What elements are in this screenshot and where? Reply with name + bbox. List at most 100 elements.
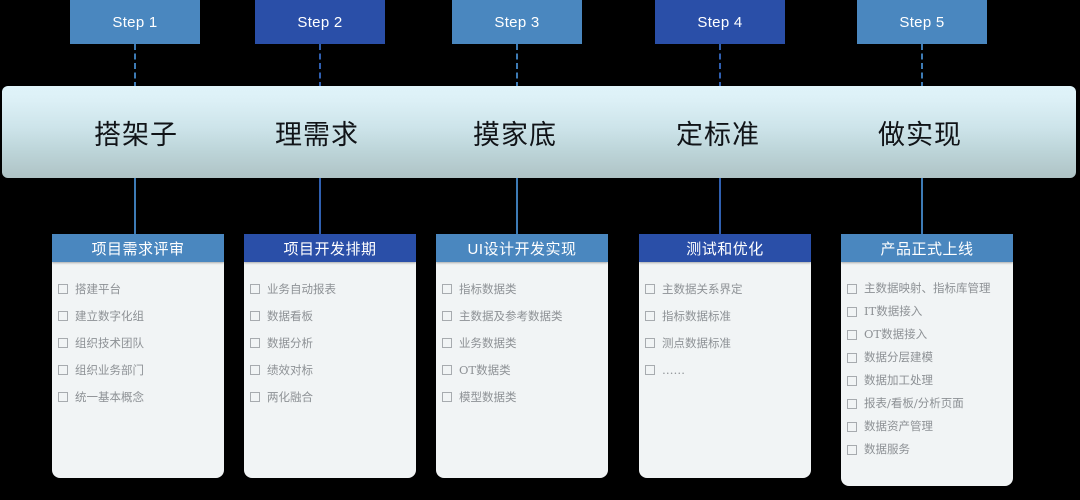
list-item[interactable]: 业务数据类	[442, 332, 602, 354]
list-item-label: 数据分层建模	[864, 350, 933, 364]
step-box-2[interactable]: Step 2	[255, 0, 385, 44]
card-3-header[interactable]: UI设计开发实现	[436, 234, 608, 262]
list-item-label: 数据分析	[267, 336, 313, 350]
connector-step-1-to-banner	[134, 44, 136, 88]
banner-label-5: 做实现	[878, 119, 962, 150]
list-item-label: 模型数据类	[459, 390, 517, 404]
step-label-5: Step 5	[899, 13, 945, 31]
connector-banner-to-card-1	[134, 178, 136, 234]
list-item-label: 统一基本概念	[75, 390, 144, 404]
card-2-title: 项目开发排期	[283, 240, 377, 258]
list-item-label: 数据加工处理	[864, 373, 933, 387]
list-item[interactable]: 绩效对标	[250, 359, 410, 381]
checkbox-icon	[442, 311, 452, 321]
checkbox-icon	[645, 338, 655, 348]
checkbox-icon	[847, 284, 857, 294]
connector-banner-to-card-2	[319, 178, 321, 234]
list-item[interactable]: 组织业务部门	[58, 359, 218, 381]
step-box-1[interactable]: Step 1	[70, 0, 200, 44]
step-box-4[interactable]: Step 4	[655, 0, 785, 44]
list-item[interactable]: 指标数据类	[442, 278, 602, 300]
list-item[interactable]: 指标数据标准	[645, 305, 805, 327]
card-2-body	[244, 244, 416, 478]
banner-label-1: 搭架子	[94, 119, 178, 150]
connector-banner-to-card-5	[921, 178, 923, 234]
list-item-label: IT数据接入	[864, 304, 923, 318]
card-4-header[interactable]: 测试和优化	[639, 234, 811, 262]
list-item[interactable]: 数据看板	[250, 305, 410, 327]
step-box-5[interactable]: Step 5	[857, 0, 987, 44]
step-label-2: Step 2	[297, 13, 343, 31]
connector-step-3-to-banner	[516, 44, 518, 88]
checkbox-icon	[847, 330, 857, 340]
list-item[interactable]: 报表/看板/分析页面	[847, 393, 1007, 414]
list-item[interactable]: 测点数据标准	[645, 332, 805, 354]
connector-step-4-to-banner	[719, 44, 721, 88]
list-item-label: 搭建平台	[75, 282, 121, 296]
connector-step-2-to-banner	[319, 44, 321, 88]
list-item-label: 组织技术团队	[75, 336, 144, 350]
list-item[interactable]: 模型数据类	[442, 386, 602, 408]
checkbox-icon	[58, 365, 68, 375]
card-1-title: 项目需求评审	[91, 240, 185, 258]
card-2-header[interactable]: 项目开发排期	[244, 234, 416, 262]
list-item-label: 报表/看板/分析页面	[864, 396, 964, 410]
card-1-body	[52, 244, 224, 478]
checkbox-icon	[442, 392, 452, 402]
list-item-label: OT数据类	[459, 363, 511, 377]
list-item[interactable]: 数据服务	[847, 439, 1007, 460]
list-item[interactable]: ……	[645, 359, 805, 381]
step-box-3[interactable]: Step 3	[452, 0, 582, 44]
connector-banner-to-card-4	[719, 178, 721, 234]
list-item-label: 指标数据标准	[662, 309, 731, 323]
list-item[interactable]: 主数据及参考数据类	[442, 305, 602, 327]
list-item-label: OT数据接入	[864, 327, 928, 341]
list-item[interactable]: 数据资产管理	[847, 416, 1007, 437]
checkbox-icon	[58, 338, 68, 348]
checkbox-icon	[442, 365, 452, 375]
list-item[interactable]: 数据加工处理	[847, 370, 1007, 391]
list-item-label: 主数据映射、指标库管理	[864, 281, 991, 295]
card-3-title: UI设计开发实现	[467, 240, 577, 258]
checkbox-icon	[442, 284, 452, 294]
list-item-label: 测点数据标准	[662, 336, 731, 350]
card-1-header[interactable]: 项目需求评审	[52, 234, 224, 262]
list-item[interactable]: 组织技术团队	[58, 332, 218, 354]
list-item[interactable]: 主数据关系界定	[645, 278, 805, 300]
card-5-header[interactable]: 产品正式上线	[841, 234, 1013, 262]
card-3[interactable]: UI设计开发实现 指标数据类 主数据及参考数据类 业务数据类 OT数据类 模型数…	[430, 234, 608, 478]
card-5[interactable]: 产品正式上线 主数据映射、指标库管理 IT数据接入 OT数据接入 数据分层建模 …	[835, 234, 1013, 486]
step-label-1: Step 1	[112, 13, 158, 31]
list-item-label: 主数据及参考数据类	[459, 309, 563, 323]
list-item-label: 建立数字化组	[75, 309, 144, 323]
list-item-label: 组织业务部门	[75, 363, 144, 377]
list-item[interactable]: 主数据映射、指标库管理	[847, 278, 1007, 299]
list-item[interactable]: 业务自动报表	[250, 278, 410, 300]
list-item-label: 数据服务	[864, 442, 910, 456]
list-item[interactable]: 数据分层建模	[847, 347, 1007, 368]
connector-step-5-to-banner	[921, 44, 923, 88]
list-item-label: 绩效对标	[267, 363, 313, 377]
list-item[interactable]: 数据分析	[250, 332, 410, 354]
step-label-4: Step 4	[697, 13, 743, 31]
card-5-title: 产品正式上线	[880, 240, 974, 258]
list-item-label: 业务自动报表	[267, 282, 336, 296]
checkbox-icon	[847, 445, 857, 455]
checkbox-icon	[250, 392, 260, 402]
step-label-3: Step 3	[494, 13, 540, 31]
card-4[interactable]: 测试和优化 主数据关系界定 指标数据标准 测点数据标准 ……	[633, 234, 811, 478]
list-item[interactable]: OT数据类	[442, 359, 602, 381]
card-4-title: 测试和优化	[686, 240, 764, 258]
banner-label-4: 定标准	[676, 119, 760, 150]
checkbox-icon	[645, 284, 655, 294]
list-item[interactable]: 统一基本概念	[58, 386, 218, 408]
list-item[interactable]: IT数据接入	[847, 301, 1007, 322]
list-item-label: 业务数据类	[459, 336, 517, 350]
list-item[interactable]: 建立数字化组	[58, 305, 218, 327]
list-item[interactable]: OT数据接入	[847, 324, 1007, 345]
card-1[interactable]: 项目需求评审 搭建平台 建立数字化组 组织技术团队 组织业务部门 统一基本概念	[46, 234, 224, 478]
list-item[interactable]: 搭建平台	[58, 278, 218, 300]
list-item[interactable]: 两化融合	[250, 386, 410, 408]
card-2[interactable]: 项目开发排期 业务自动报表 数据看板 数据分析 绩效对标 两化融合	[238, 234, 416, 478]
